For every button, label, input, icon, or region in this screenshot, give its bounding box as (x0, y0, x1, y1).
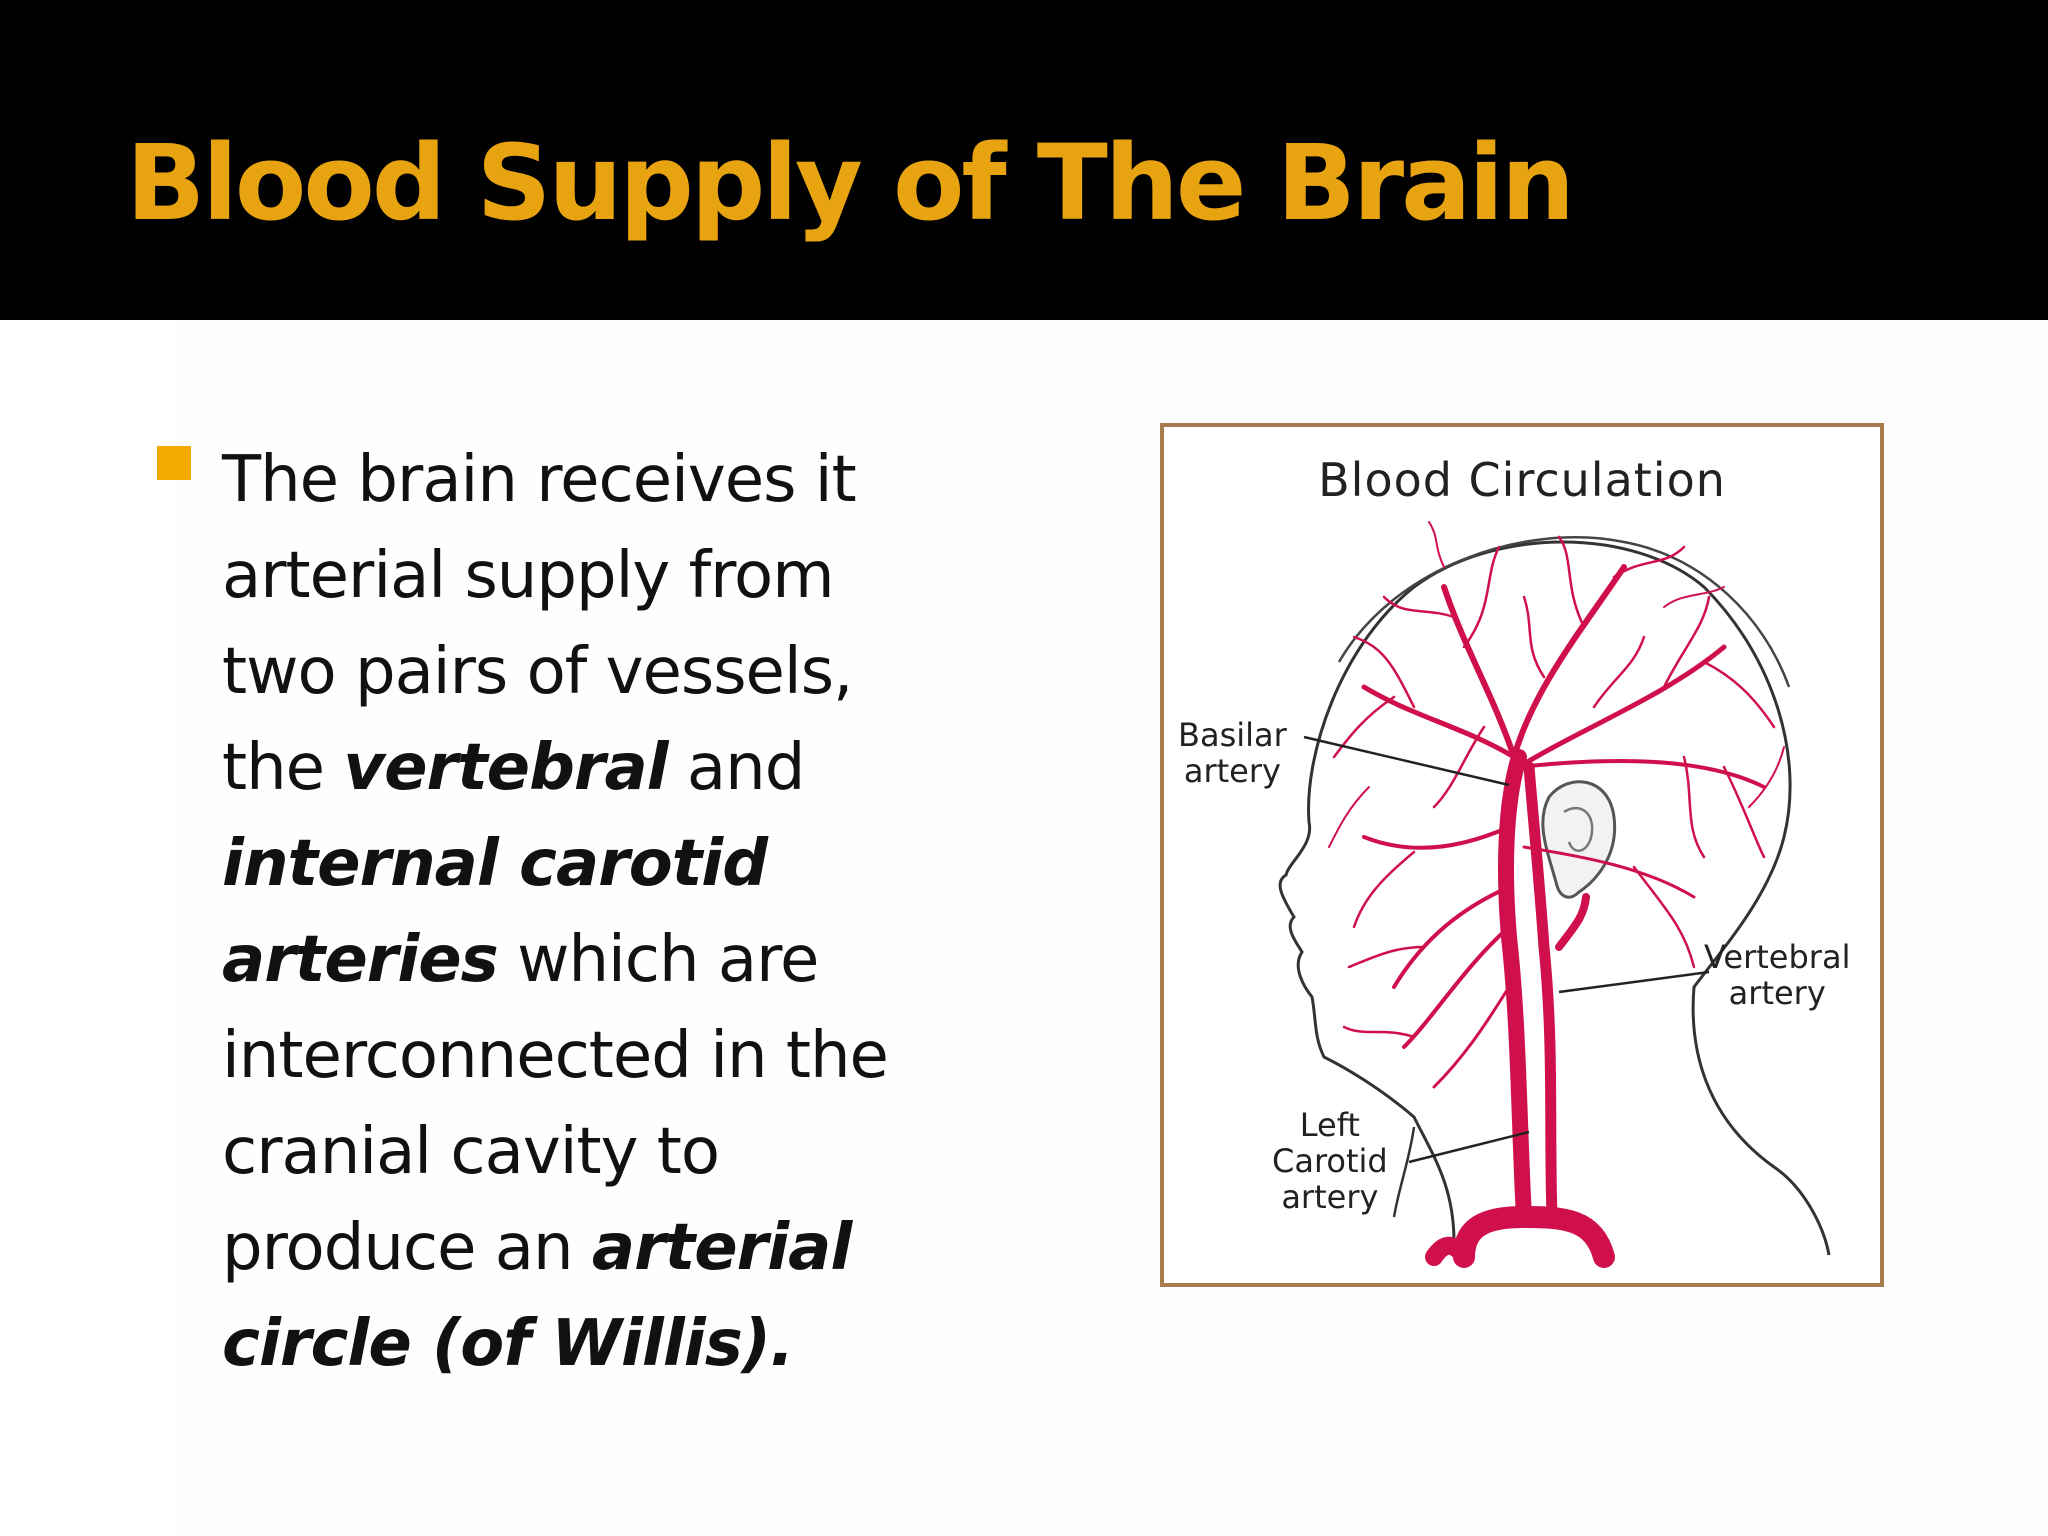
slide-title: Blood Supply of The Brain (126, 122, 1575, 244)
label-leaders (1303, 735, 1710, 1164)
head-artery-illustration (1278, 521, 1831, 1268)
bullet-line: arteries which are (222, 923, 819, 997)
bullet-line: internal carotid (222, 816, 982, 912)
neck-front (1392, 1126, 1416, 1218)
ear (1541, 780, 1617, 899)
bullet-text: The brain receives it arterial supply fr… (222, 432, 982, 1392)
bullet-line: interconnected in the (222, 1019, 889, 1093)
bullet-line: the vertebral and (222, 731, 805, 805)
bullet-line: arterial supply from (222, 539, 835, 613)
blood-circulation-figure: Blood Circulation (1160, 423, 1884, 1287)
emphasis-internal-carotid: internal carotid (222, 827, 768, 901)
emphasis-arteries: arteries (222, 923, 499, 997)
bullet-line: produce an arterial (222, 1211, 852, 1285)
bullet-marker (157, 446, 191, 480)
bullet-line: two pairs of vessels, (222, 635, 853, 709)
label-vertebral-artery: Vertebral artery (1704, 938, 1851, 1012)
label-basilar-artery: Basilar artery (1178, 716, 1287, 790)
emphasis-arterial: arterial (591, 1211, 852, 1285)
bullet-line: cranial cavity to (222, 1115, 720, 1189)
title-bar (0, 0, 2048, 320)
figure-title: Blood Circulation (1318, 453, 1726, 507)
arterial-network (1328, 521, 1785, 1268)
ear-inner (1563, 806, 1594, 852)
label-left-carotid-artery: Left Carotid artery (1272, 1106, 1388, 1216)
bullet-line: The brain receives it (222, 443, 857, 517)
head-outline (1278, 540, 1831, 1256)
emphasis-vertebral: vertebral (343, 731, 668, 805)
skull-outline (1337, 536, 1791, 688)
bullet-line: circle (of Willis). (222, 1296, 982, 1392)
emphasis-circle-of-willis: circle (of Willis). (222, 1307, 794, 1381)
